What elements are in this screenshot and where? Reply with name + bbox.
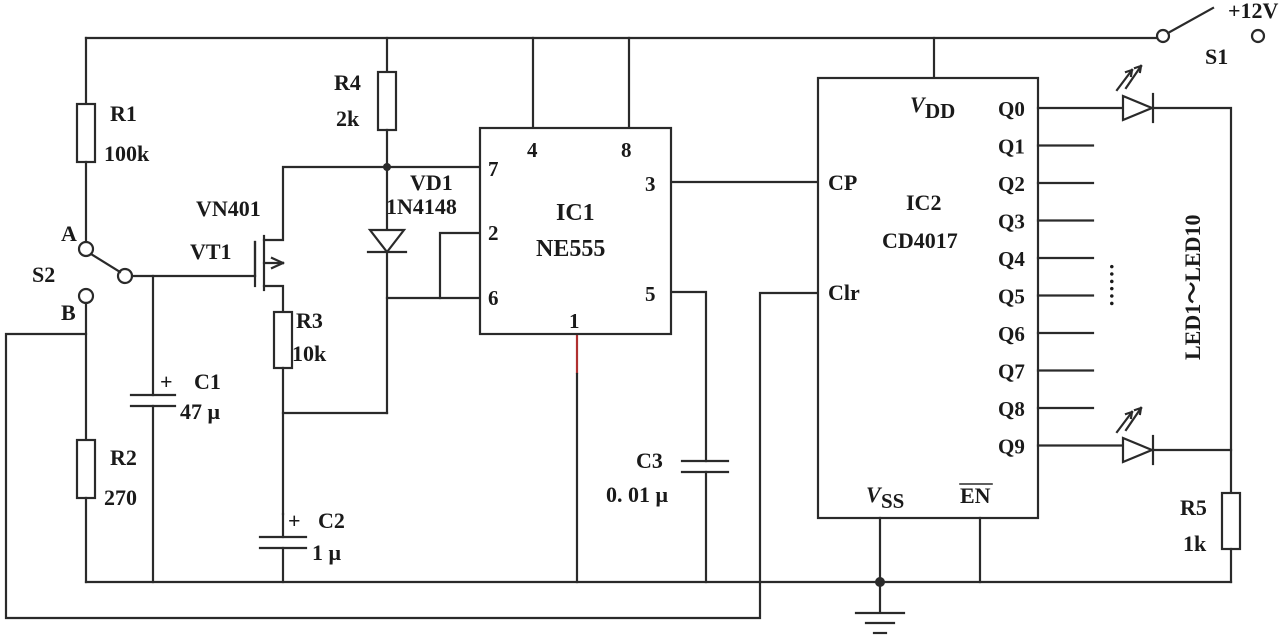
resistor-r3: R3 10k — [272, 308, 389, 516]
resistor-r5: R5 1k — [1180, 491, 1242, 584]
ic2-vdd-label: V — [910, 92, 927, 117]
ic2-vss-sub: SS — [881, 489, 904, 513]
ic2-vss-label: V — [866, 482, 883, 507]
r1-value: 100k — [104, 141, 150, 166]
ic2-output-q2-label: Q2 — [998, 172, 1025, 196]
led-dots: …… — [1105, 263, 1130, 307]
r3-ref: R3 — [296, 308, 323, 333]
ic2-output-wires — [1036, 106, 1125, 447]
ground-rail — [84, 577, 1233, 635]
r5-value: 1k — [1183, 531, 1207, 556]
r1-ref: R1 — [110, 101, 137, 126]
ic2-cd4017: IC2 CD4017 CP Clr V DD V SS EN Q0Q1Q2Q3Q… — [816, 76, 1125, 584]
ic1-pin-1: 1 — [569, 309, 580, 333]
ic2-output-q6-label: Q6 — [998, 322, 1025, 346]
ic2-ref: IC2 — [906, 190, 941, 215]
led-range-label: LED1～LED10 — [1180, 215, 1205, 360]
ic2-clr-label: Clr — [828, 280, 860, 305]
ic2-output-q3-label: Q3 — [998, 210, 1025, 234]
s1-label: S1 — [1205, 44, 1228, 69]
capacitor-c1: + C1 47 μ — [129, 274, 221, 584]
r4-value: 2k — [336, 106, 360, 131]
led-array: …… LED1～LED10 — [1105, 64, 1233, 495]
ic2-output-q7-label: Q7 — [998, 360, 1025, 384]
c2-value: 1 μ — [312, 540, 342, 565]
c1-polarity: + — [160, 369, 173, 394]
ic1-wiring — [438, 180, 820, 584]
ic2-output-q4-label: Q4 — [998, 247, 1025, 271]
ic2-vdd-sub: DD — [925, 99, 955, 123]
r5-ref: R5 — [1180, 495, 1207, 520]
resistor-r2: R2 270 — [75, 301, 137, 584]
c3-value: 0. 01 μ — [606, 482, 669, 507]
ic1-ref: IC1 — [556, 200, 595, 226]
ic1-pin-8: 8 — [621, 138, 632, 162]
ic1-type: NE555 — [536, 236, 605, 262]
s2-pos-a-label: A — [61, 221, 77, 246]
ic1-pin-2: 2 — [488, 221, 499, 245]
led1 — [1115, 64, 1155, 124]
vt1-ref: VT1 — [190, 239, 232, 264]
switch-s2: A B S2 — [32, 221, 257, 325]
ic2-en-label: EN — [960, 483, 991, 508]
ic2-output-q0-label: Q0 — [998, 97, 1025, 121]
resistor-r4: R4 2k — [334, 70, 398, 232]
capacitor-c2: + C2 1 μ — [258, 508, 345, 584]
led10 — [1115, 406, 1155, 466]
switch-s1: S1 +12V — [1155, 0, 1279, 69]
reset-feedback-wire — [4, 291, 820, 620]
ic2-output-q5-label: Q5 — [998, 285, 1025, 309]
ic2-output-q8-label: Q8 — [998, 397, 1025, 421]
capacitor-c3-labels: C3 0. 01 μ — [606, 448, 669, 507]
c3-ref: C3 — [636, 448, 663, 473]
ic1-pin-5: 5 — [645, 282, 656, 306]
c2-ref: C2 — [318, 508, 345, 533]
ic1-pin-4: 4 — [527, 138, 538, 162]
supply-rail — [84, 36, 1159, 130]
c1-value: 47 μ — [180, 399, 221, 424]
mosfet-vt1: VN401 VT1 — [190, 165, 482, 314]
ic1-pin-6: 6 — [488, 286, 499, 310]
c2-polarity: + — [288, 508, 301, 533]
ic2-output-q9-label: Q9 — [998, 435, 1025, 459]
ic2-type: CD4017 — [882, 228, 958, 253]
r4-ref: R4 — [334, 70, 361, 95]
r2-ref: R2 — [110, 445, 137, 470]
r3-value: 10k — [292, 341, 327, 366]
ic1-ne555: 4 8 7 3 2 6 5 1 IC1 NE555 — [478, 126, 673, 336]
r2-value: 270 — [104, 485, 137, 510]
s2-ref: S2 — [32, 262, 55, 287]
vd1-type: 1N4148 — [386, 194, 457, 219]
resistor-r1: R1 100k — [75, 36, 150, 244]
vd1-ref: VD1 — [410, 170, 453, 195]
c1-ref: C1 — [194, 369, 221, 394]
ic2-cp-label: CP — [828, 170, 857, 195]
ic2-output-q1-label: Q1 — [998, 135, 1025, 159]
ic1-pin-7: 7 — [488, 157, 499, 181]
supply-voltage-label: +12V — [1228, 0, 1279, 23]
s2-pos-b-label: B — [61, 300, 76, 325]
ic1-pin-3: 3 — [645, 172, 656, 196]
vt1-type: VN401 — [196, 196, 261, 221]
diode-vd1: VD1 1N4148 — [366, 170, 482, 415]
